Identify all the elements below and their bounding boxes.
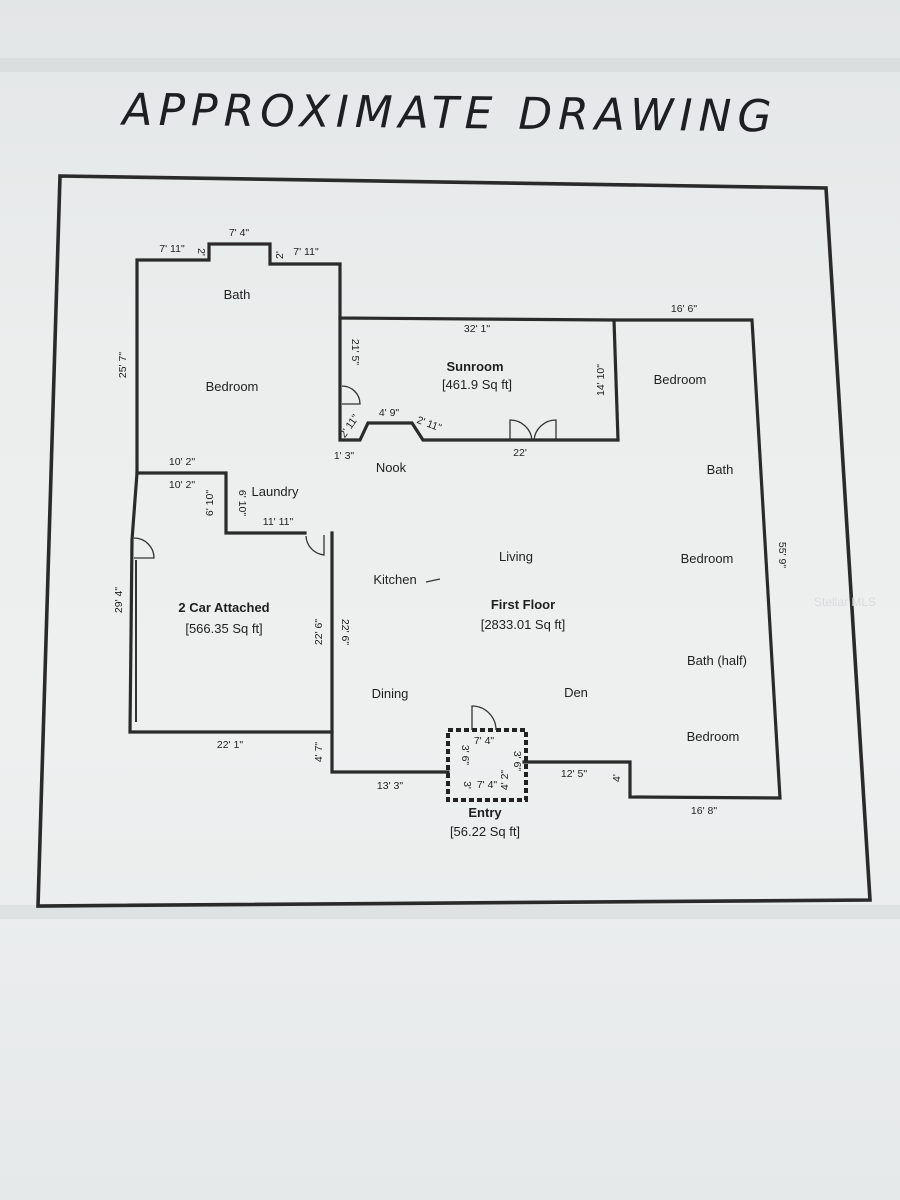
dim-laundry-bottom: 11' 11" bbox=[263, 516, 294, 528]
room-kitchen: Kitchen bbox=[373, 572, 416, 587]
dim-garage-top-a: 10' 2" bbox=[169, 456, 195, 468]
dim-sunroom-left: 21' 5" bbox=[349, 339, 361, 365]
room-first-floor: First Floor bbox=[491, 597, 555, 612]
dim-front-step: 4' 7" bbox=[313, 742, 325, 763]
door-swing-garage bbox=[133, 537, 155, 559]
room-entry-area: [56.22 Sq ft] bbox=[450, 824, 520, 839]
door-swing-laundry bbox=[305, 535, 325, 556]
room-garage-area: [566.35 Sq ft] bbox=[185, 621, 262, 636]
dim-bedroom-step: 4' bbox=[611, 774, 623, 782]
dim-sunroom-angle-right: 2' 11" bbox=[415, 414, 443, 434]
dim-laundry-side-b: 6' 10" bbox=[236, 490, 248, 516]
dim-top-right: 7' 11" bbox=[293, 246, 319, 258]
dim-front-left: 13' 3" bbox=[377, 780, 403, 792]
room-bedroom-left: Bedroom bbox=[206, 379, 259, 394]
dim-sunroom-right: 14' 10" bbox=[595, 364, 607, 396]
paper-fold-top bbox=[0, 58, 900, 72]
room-laundry: Laundry bbox=[252, 484, 299, 499]
dim-sunroom-mid: 4' 9" bbox=[379, 407, 400, 419]
dim-entry-top: 7' 4" bbox=[474, 735, 495, 747]
room-garage: 2 Car Attached bbox=[178, 600, 269, 615]
room-living: Living bbox=[499, 549, 533, 564]
dim-laundry-side: 6' 10" bbox=[204, 490, 216, 516]
room-bath-top: Bath bbox=[224, 287, 251, 302]
dim-sunroom-bottom: 22' bbox=[513, 447, 527, 459]
dim-entry-left-b: 3' bbox=[461, 781, 473, 789]
dim-front-right: 12' 5" bbox=[561, 768, 587, 780]
dim-bottom-right: 16' 8" bbox=[691, 805, 717, 817]
mls-watermark: Stellar MLS bbox=[814, 595, 876, 609]
sunroom-bottom-wall bbox=[338, 316, 620, 442]
room-sunroom-area: [461.9 Sq ft] bbox=[442, 377, 512, 392]
dim-right-side: 55' 9" bbox=[776, 542, 788, 568]
kitchen-mark bbox=[425, 578, 441, 583]
room-bedroom-right-mid: Bedroom bbox=[681, 551, 734, 566]
entry-box bbox=[446, 728, 528, 802]
room-den: Den bbox=[564, 685, 588, 700]
room-bath-right: Bath bbox=[707, 462, 734, 477]
dim-nook-step: 1' 3" bbox=[334, 450, 355, 462]
room-nook: Nook bbox=[376, 460, 407, 475]
dim-right-top: 16' 6" bbox=[671, 303, 697, 315]
dim-sunroom-width: 32' 1" bbox=[464, 323, 490, 335]
room-dining: Dining bbox=[372, 686, 409, 701]
room-bedroom-right-top: Bedroom bbox=[654, 372, 707, 387]
outer-frame bbox=[36, 174, 872, 908]
garage-top-wall bbox=[135, 471, 307, 535]
dim-top-right-small: 2' bbox=[274, 251, 286, 259]
door-swing-sunroom-double bbox=[509, 419, 557, 441]
paper-fold-bottom bbox=[0, 905, 900, 919]
dim-entry-bottom: 7' 4" bbox=[477, 779, 498, 791]
dim-entry-right: 3' 6" bbox=[511, 751, 523, 772]
door-swing-sunroom bbox=[341, 385, 361, 405]
room-bath-half: Bath (half) bbox=[687, 653, 747, 668]
dim-left-wing-height: 25' 7" bbox=[117, 352, 129, 378]
dim-garage-top-b: 10' 2" bbox=[169, 479, 195, 491]
door-swing-entry bbox=[471, 705, 497, 731]
dim-top-left: 7' 11" bbox=[159, 243, 185, 255]
dim-top-bump: 7' 4" bbox=[229, 227, 250, 239]
dim-kitchen-left: 22' 6" bbox=[339, 619, 351, 645]
room-entry: Entry bbox=[468, 805, 502, 820]
room-first-floor-area: [2833.01 Sq ft] bbox=[481, 617, 566, 632]
room-sunroom: Sunroom bbox=[446, 359, 503, 374]
dim-top-left-small: 2' bbox=[195, 248, 207, 256]
dim-entry-left: 3' 6" bbox=[459, 745, 471, 766]
dim-garage-left: 29' 4" bbox=[113, 587, 125, 613]
dim-garage-bottom: 22' 1" bbox=[217, 739, 243, 751]
dim-entry-right-b: 4' 2" bbox=[499, 770, 511, 791]
room-bedroom-right-bottom: Bedroom bbox=[687, 729, 740, 744]
dim-garage-right: 22' 6" bbox=[313, 619, 325, 645]
